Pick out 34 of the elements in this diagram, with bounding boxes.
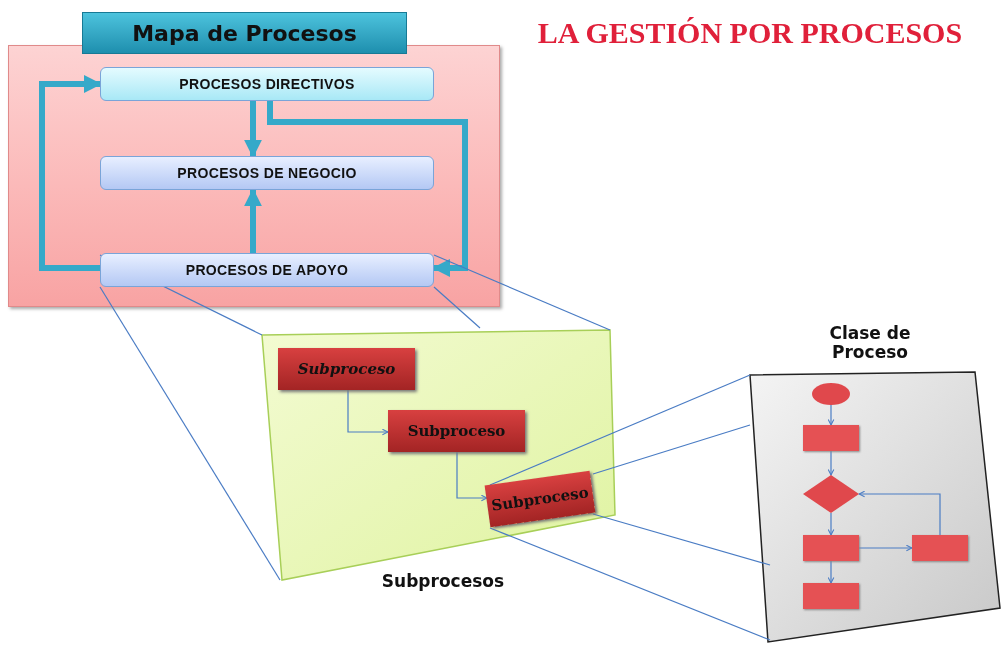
panel-heading: Mapa de Procesos bbox=[82, 12, 407, 54]
subprocess-box: Subproceso bbox=[278, 348, 415, 390]
process-box: PROCESOS DE APOYO bbox=[100, 253, 434, 287]
zoom-line bbox=[489, 527, 771, 641]
zoom-line bbox=[489, 374, 751, 486]
arrow bbox=[347, 389, 389, 436]
process-box bbox=[803, 535, 859, 561]
arrow bbox=[244, 101, 262, 158]
process-box bbox=[803, 583, 859, 609]
arrow bbox=[858, 490, 941, 536]
zoom-line bbox=[592, 424, 751, 475]
subprocess-box: Subproceso bbox=[388, 410, 525, 452]
arrow bbox=[827, 404, 835, 426]
arrow bbox=[858, 544, 913, 552]
process-box: PROCESOS DE NEGOCIO bbox=[100, 156, 434, 190]
arrow bbox=[244, 188, 262, 253]
arrow bbox=[827, 450, 835, 476]
arrow bbox=[827, 512, 835, 536]
page-title: LA GESTIÓN POR PROCESOS bbox=[536, 15, 964, 51]
zoom-line bbox=[99, 286, 281, 581]
arrow bbox=[39, 75, 102, 271]
zoom-line bbox=[99, 254, 263, 336]
arrow bbox=[827, 560, 835, 584]
arrow bbox=[267, 101, 468, 277]
panel-heading: Subprocesos bbox=[380, 572, 506, 591]
process-box: PROCESOS DIRECTIVOS bbox=[100, 67, 434, 101]
zoom-line bbox=[592, 513, 771, 566]
decision-diamond bbox=[803, 475, 859, 513]
process-box bbox=[803, 425, 859, 451]
arrow bbox=[456, 451, 488, 502]
zoom-line bbox=[433, 286, 481, 329]
zoom-line bbox=[433, 254, 611, 331]
panel-heading: Clase de Proceso bbox=[828, 324, 912, 362]
process-box bbox=[912, 535, 968, 561]
